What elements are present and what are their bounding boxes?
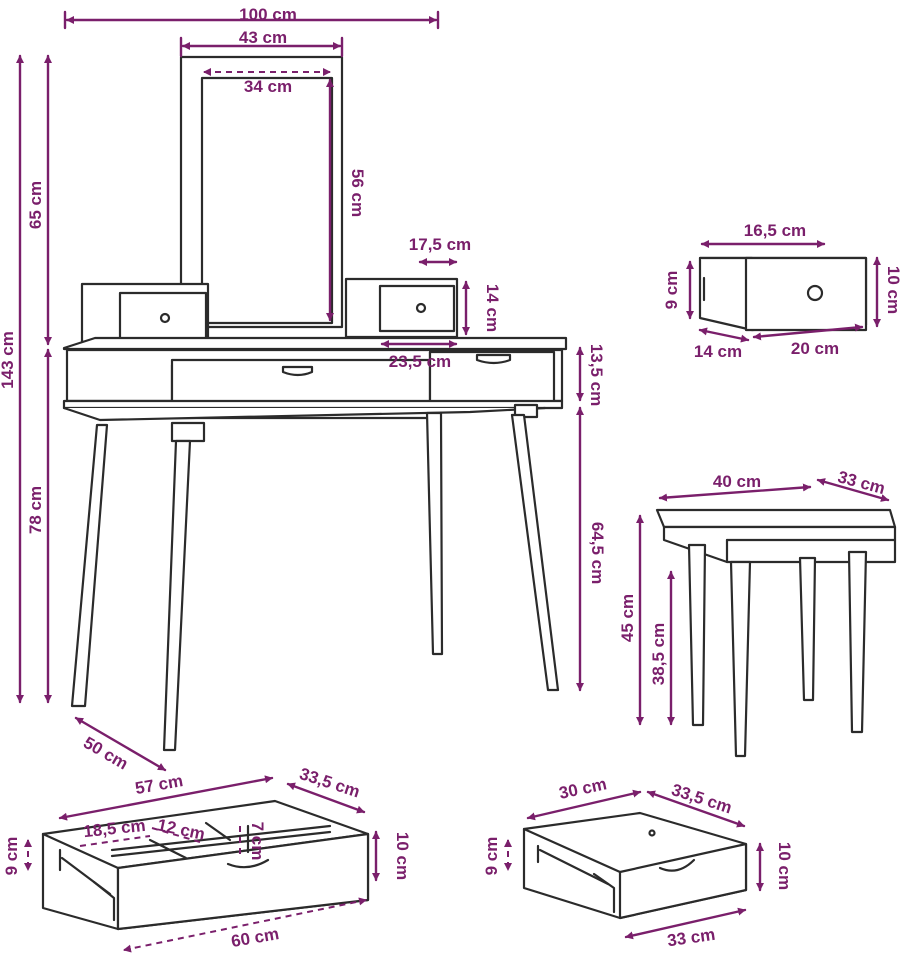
small-drawer-width-label: 16,5 cm xyxy=(744,221,806,240)
stool-leg xyxy=(798,556,817,702)
mid-drawer-width-inner-label: 30 cm xyxy=(557,774,608,803)
table-leg xyxy=(70,423,109,708)
drawer-handle-icon xyxy=(281,365,314,377)
total-height-label: 143 cm xyxy=(0,331,17,389)
big-drawer-width-inner-label: 57 cm xyxy=(134,771,185,798)
right-small-drawer xyxy=(344,277,459,339)
small-drawer-detail: 16,5 cm 9 cm 10 cm 14 cm 20 cm xyxy=(662,221,903,361)
small-drawer-depth-outer-label: 20 cm xyxy=(791,339,839,358)
small-drawer-depth-inner-label: 14 cm xyxy=(694,342,742,361)
table-leg xyxy=(425,411,444,656)
stool: 40 cm 33 cm 45 cm 38,5 cm xyxy=(618,467,897,758)
mirror-height-total-label: 65 cm xyxy=(26,181,45,229)
table-leg xyxy=(162,439,192,752)
mid-drawer-front-height-label: 10 cm xyxy=(775,842,794,890)
table-depth-label: 50 cm xyxy=(80,733,131,774)
big-drawer-depth-label: 33,5 cm xyxy=(297,764,362,801)
table-leg xyxy=(510,413,560,692)
stool-leg xyxy=(729,560,752,758)
stool-leg-height-label: 38,5 cm xyxy=(649,623,668,685)
stool-seat xyxy=(655,508,897,529)
mid-drawer-side-height-label: 9 cm xyxy=(482,837,501,876)
apron-height-label: 13,5 cm xyxy=(587,344,606,406)
table-width-label: 100 cm xyxy=(239,5,297,24)
mirror xyxy=(179,55,344,329)
big-drawer-width-outer-label: 60 cm xyxy=(230,924,281,951)
table-height-label: 78 cm xyxy=(26,486,45,534)
small-drawer-side-height-label: 9 cm xyxy=(662,271,681,310)
drawer-handle-icon xyxy=(475,353,512,365)
top-drawer-height-label: 14 cm xyxy=(483,284,502,332)
mirror-glass-height-label: 56 cm xyxy=(348,169,367,217)
leg-height-label: 64,5 cm xyxy=(588,522,607,584)
stool-height-label: 45 cm xyxy=(618,594,637,642)
small-drawer-front-height-label: 10 cm xyxy=(884,266,903,314)
stool-leg xyxy=(687,543,707,727)
big-drawer-detail: 57 cm 33,5 cm 18,5 cm 12 cm 7 cm 9 cm 10… xyxy=(2,764,412,953)
stool-leg xyxy=(847,550,868,734)
big-drawer-compartment-height-label: 7 cm xyxy=(248,822,267,861)
mid-drawer-detail: 30 cm 33,5 cm 9 cm 10 cm 33 cm xyxy=(482,774,794,950)
mirror-glass-width-label: 34 cm xyxy=(244,77,292,96)
big-drawer-front-height-label: 10 cm xyxy=(393,832,412,880)
mid-drawer-width-outer-label: 33 cm xyxy=(666,925,716,951)
big-drawer-side-height-label: 9 cm xyxy=(2,837,21,876)
drawer-knob-icon xyxy=(415,302,427,314)
mirror-width-label: 43 cm xyxy=(239,28,287,47)
stool-width-label: 40 cm xyxy=(713,472,761,491)
dressing-table xyxy=(62,55,568,752)
table-dimensions: 100 cm 43 cm 34 cm 56 cm 143 cm 65 cm 78… xyxy=(0,5,607,774)
table-top xyxy=(62,336,568,351)
top-drawer-width-label: 17,5 cm xyxy=(409,235,471,254)
drawer-knob-icon xyxy=(806,284,824,302)
left-small-drawer xyxy=(80,282,210,344)
drawer-knob-icon xyxy=(159,312,171,324)
top-drawer-depth-label: 23,5 cm xyxy=(389,352,451,371)
